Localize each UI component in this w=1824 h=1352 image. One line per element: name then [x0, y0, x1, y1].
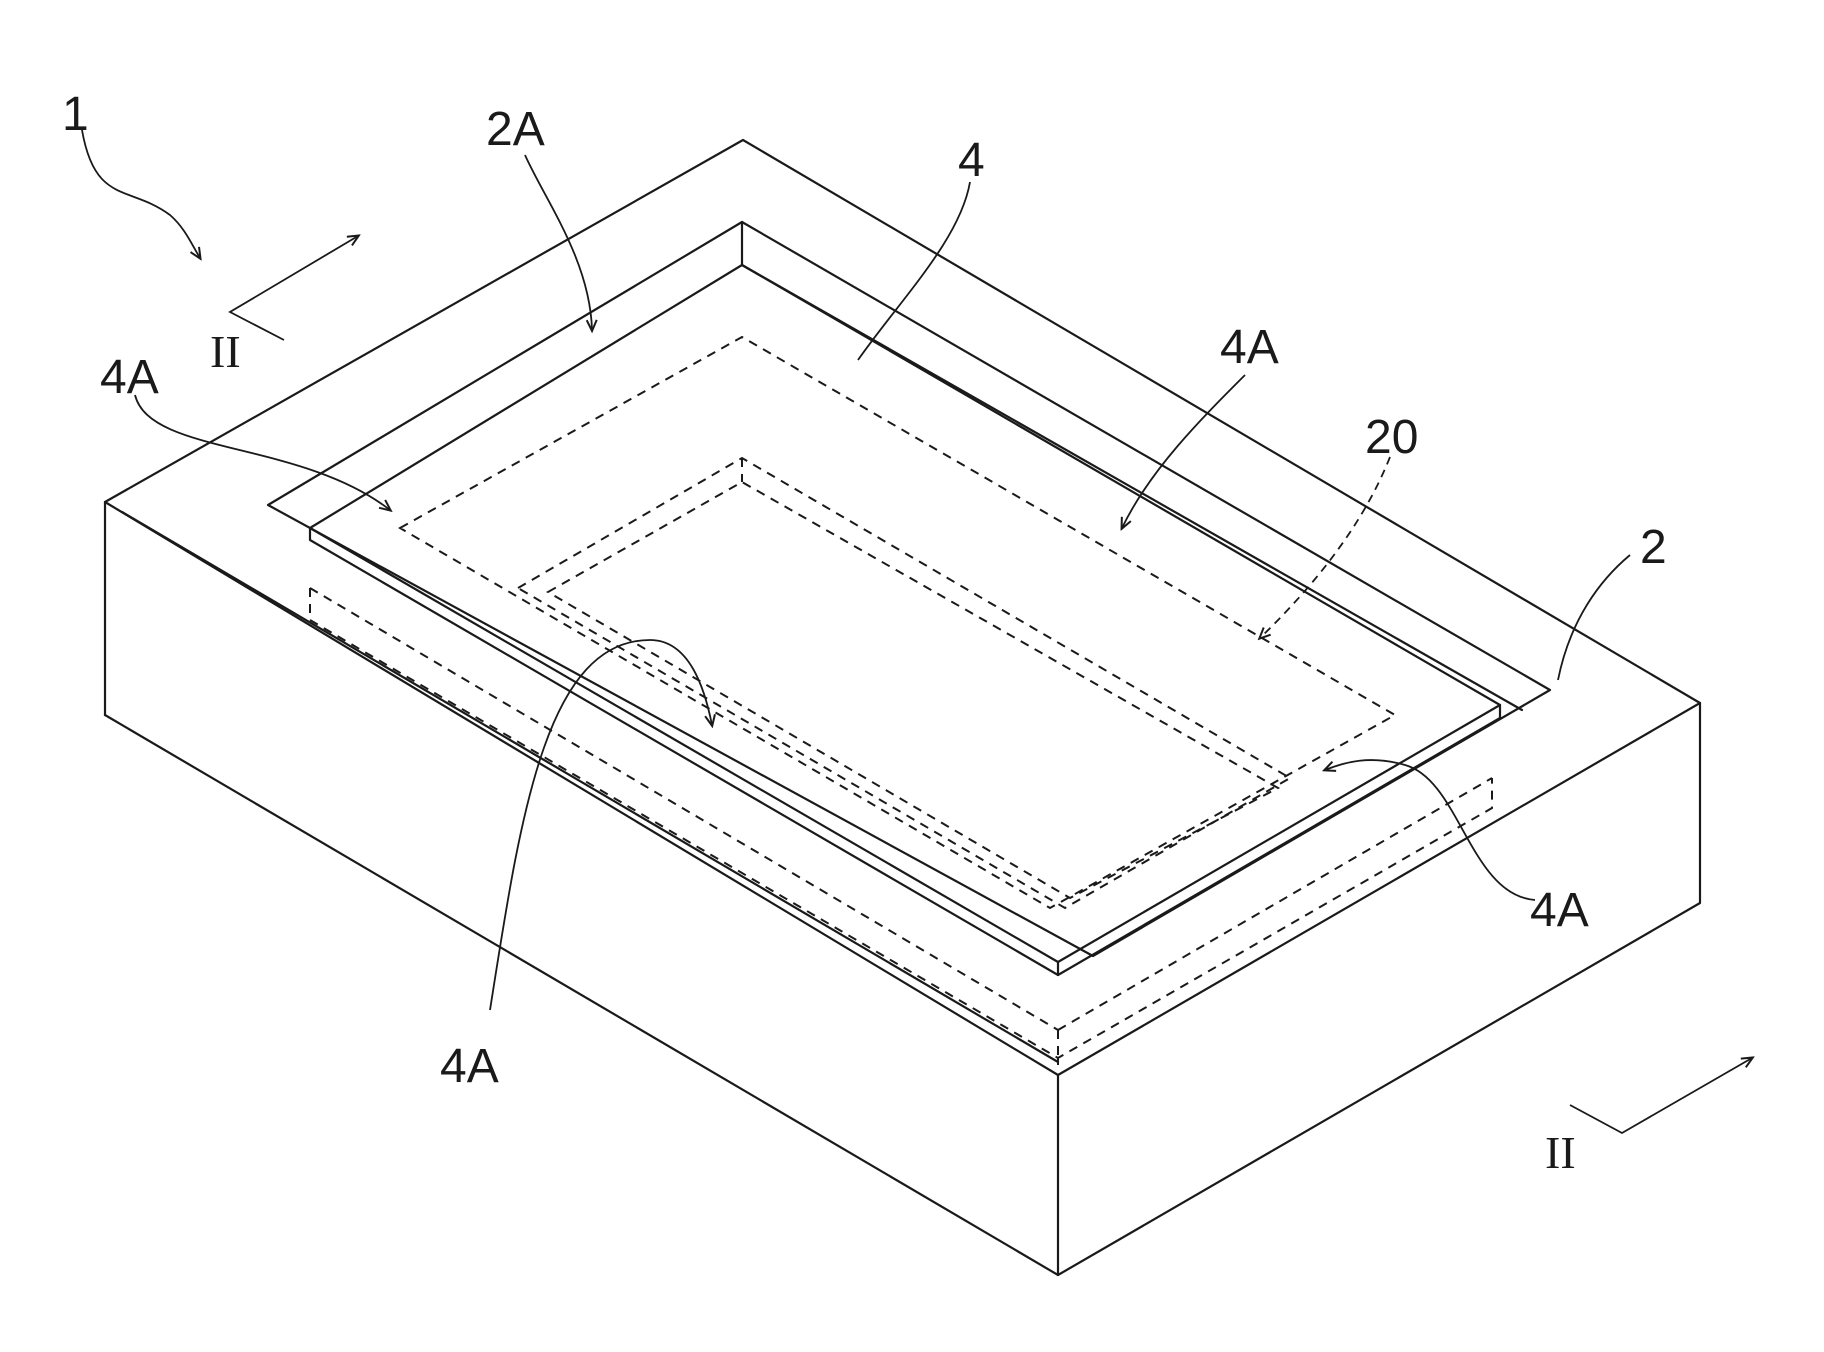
label-edge-upper-right: 4A — [1220, 321, 1279, 374]
label-inner-region: 20 — [1365, 411, 1418, 464]
label-plate: 4 — [958, 134, 985, 187]
hidden-lines — [310, 337, 1492, 1065]
section-mark-top-left: II — [210, 326, 241, 377]
label-recess: 2A — [486, 103, 545, 156]
section-mark-bottom-right: II — [1545, 1127, 1576, 1178]
base-block — [105, 140, 1700, 1275]
plate — [310, 265, 1500, 975]
label-edge-lower-left: 4A — [440, 1040, 499, 1093]
label-edge-upper-left: 4A — [100, 351, 159, 404]
label-edge-lower-right: 4A — [1530, 884, 1589, 937]
section-arrow-top-left — [230, 236, 358, 340]
label-base: 2 — [1640, 521, 1667, 574]
recess-outline — [268, 222, 1550, 956]
section-arrow-bottom-right — [1570, 1058, 1752, 1133]
label-device: 1 — [62, 88, 89, 141]
